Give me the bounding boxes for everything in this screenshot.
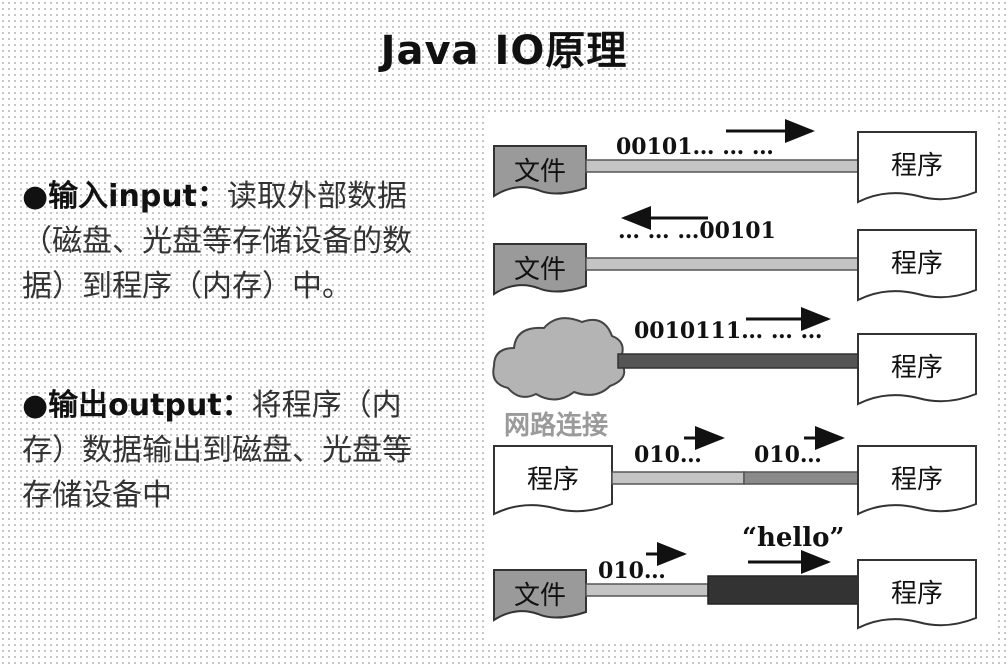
program-source-label-4: 程序 (527, 465, 579, 495)
stream-label-4b: 010… (754, 442, 822, 468)
stream-bar-4b (743, 471, 859, 485)
stream-bar-3 (617, 353, 859, 369)
row-4: 程序 010… 010… 程序 (493, 426, 977, 516)
row-5: 文件 010… “hello” 程序 (493, 523, 977, 630)
stream-label-5b: “hello” (742, 523, 844, 553)
program-box-1 (857, 131, 977, 204)
stream-label-5a: 010… (598, 558, 666, 584)
file-label-1: 文件 (514, 157, 566, 187)
program-label-2: 程序 (891, 249, 943, 279)
output-bullet: ●输出output：将程序（内存）数据输出到磁盘、光盘等存储设备中 (22, 383, 432, 518)
row-2: 文件 … … …00101 程序 (493, 206, 977, 302)
input-bullet: ●输入input：读取外部数据（磁盘、光盘等存储设备的数据）到程序（内存）中。 (22, 174, 432, 309)
cloud-icon (492, 317, 626, 401)
program-label-3: 程序 (891, 353, 943, 383)
stream-bar-1 (585, 159, 859, 173)
file-label-5: 文件 (514, 581, 566, 611)
program-box-2 (857, 229, 977, 302)
stream-label-2: … … …00101 (618, 218, 776, 244)
program-box-source-4 (493, 445, 613, 516)
io-diagram: 文件 00101… … … 程序 文件 … … …00101 程序 网路连接 0… (486, 116, 996, 640)
slide-title: Java IO原理 (380, 28, 628, 74)
file-label-2: 文件 (514, 255, 566, 285)
stream-bar-2 (585, 257, 859, 271)
stream-label-1: 00101… … … (616, 134, 774, 160)
row-3: 网路连接 0010111… … … 程序 (492, 307, 977, 441)
program-label-5: 程序 (891, 579, 943, 609)
row-1: 文件 00101… … … 程序 (493, 119, 977, 204)
program-box-4 (857, 445, 977, 516)
output-bullet-lead: ●输出output： (22, 388, 252, 423)
input-bullet-text: 读取外部数据（磁盘、光盘等存储设备的数据）到程序（内存）中。 (22, 179, 412, 304)
file-box-5 (493, 569, 587, 622)
stream-label-4a: 010… (634, 442, 702, 468)
program-label-4: 程序 (891, 465, 943, 495)
program-box-3 (857, 333, 977, 406)
network-caption: 网路连接 (504, 410, 608, 441)
stream-bar-4a (611, 471, 745, 485)
file-box-2 (493, 243, 587, 296)
program-box-5 (857, 559, 977, 630)
stream-bar-5b (707, 575, 859, 605)
file-box-1 (493, 145, 587, 198)
program-label-1: 程序 (891, 151, 943, 181)
stream-bar-5a (585, 583, 709, 597)
stream-label-3: 0010111… … … (634, 318, 822, 344)
input-bullet-lead: ●输入input： (22, 179, 227, 214)
output-bullet-text: 将程序（内存）数据输出到磁盘、光盘等存储设备中 (22, 388, 412, 513)
